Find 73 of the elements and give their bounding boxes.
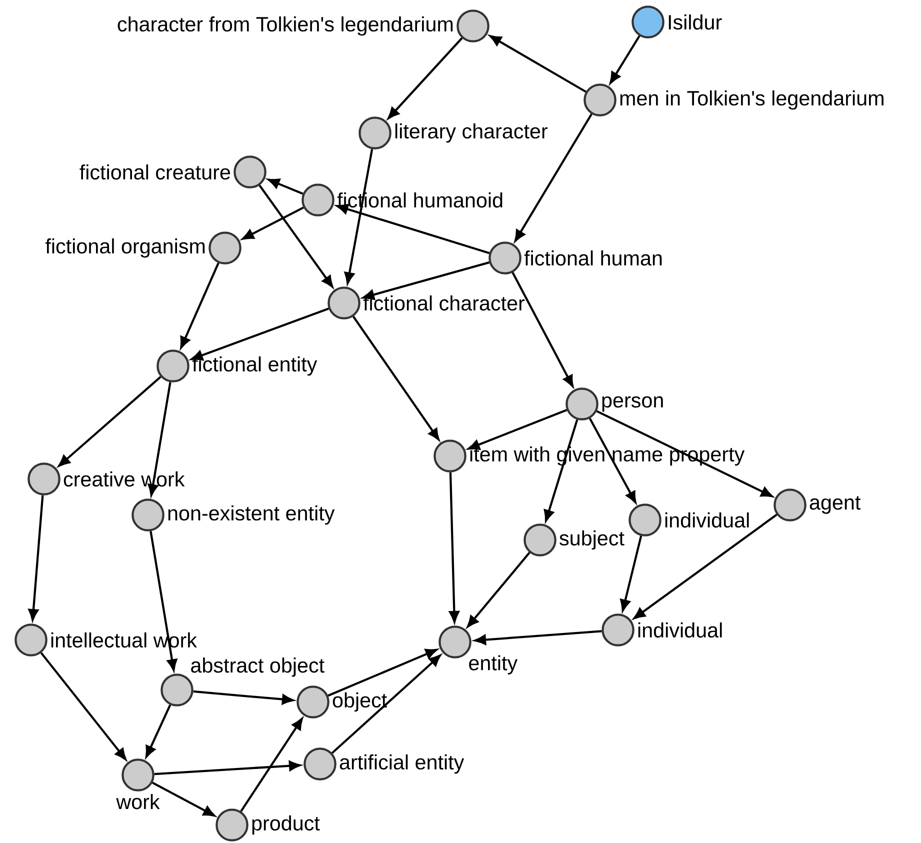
node-label: person	[602, 396, 663, 412]
arrow	[180, 262, 220, 348]
node-label: fictional character	[363, 295, 525, 311]
node-label: product	[252, 815, 320, 835]
graph-node: entity	[438, 626, 518, 674]
arrow	[193, 690, 294, 704]
arrow	[331, 654, 441, 754]
node-label: Isildur	[668, 14, 722, 30]
graph-node: product	[216, 808, 320, 842]
graph-node: character from Tolkien's legendarium	[118, 10, 490, 42]
arrow	[191, 308, 329, 360]
arrow	[152, 782, 216, 816]
graph-node: person	[566, 388, 663, 420]
arrow	[240, 718, 303, 812]
node-label: abstract object	[191, 658, 324, 677]
arrow	[268, 178, 304, 195]
arrow	[468, 409, 568, 450]
node-label: agent	[810, 496, 861, 514]
arrow	[512, 272, 574, 387]
node-label: individual	[665, 512, 749, 528]
arrow	[490, 35, 586, 93]
graph-node: subject	[524, 524, 624, 556]
node-label: fictional organism	[45, 238, 205, 258]
arrow	[28, 495, 44, 621]
node-label: individual	[638, 622, 722, 638]
graph-node: agent	[774, 488, 861, 522]
arrow	[362, 261, 490, 300]
arrow	[474, 630, 602, 645]
arrow	[610, 35, 640, 84]
node-label: fictional human	[524, 250, 662, 266]
arrow	[40, 652, 126, 760]
node-label: literary character	[395, 123, 548, 143]
graph-node: non-existent entity	[132, 498, 335, 532]
arrow	[467, 552, 530, 628]
arrow	[620, 536, 642, 612]
node-label: fictional entity	[192, 356, 318, 376]
graph-node: literary character	[358, 116, 548, 150]
arrow	[588, 418, 636, 504]
arrow	[145, 704, 172, 758]
arrow	[633, 514, 778, 620]
graph-node: men in Tolkien's legendarium	[584, 84, 884, 116]
arrow	[388, 37, 463, 119]
node-label: artificial entity	[340, 754, 464, 774]
arrow	[154, 760, 301, 776]
graph-node: fictional organism	[45, 232, 242, 264]
node-label: subject	[560, 530, 624, 550]
node-label: object	[332, 692, 387, 712]
graph-node: work	[116, 758, 160, 810]
arrow	[242, 206, 304, 240]
arrow	[449, 472, 460, 623]
node-label: men in Tolkien's legendarium	[620, 90, 884, 110]
arrow	[544, 419, 578, 522]
graph-node: fictional creature	[80, 156, 266, 188]
arrow	[344, 148, 374, 284]
arrow	[328, 648, 438, 697]
node-label: non-existent entity	[168, 505, 335, 525]
node-label: entity	[469, 655, 518, 674]
node-label: work	[116, 794, 160, 810]
graph-node: fictional character	[328, 286, 525, 320]
arrow	[336, 204, 490, 254]
arrow	[258, 184, 334, 288]
graph-node: fictional human	[488, 242, 662, 274]
arrow	[58, 376, 162, 467]
graph-node: individual	[628, 504, 749, 536]
arrow	[150, 531, 178, 671]
node-label: character from Tolkien's legendarium	[118, 16, 453, 36]
arrow	[514, 114, 592, 242]
graph-node: Isildur	[632, 6, 722, 38]
graph-node: artificial entity	[304, 748, 464, 780]
graph-node: individual	[602, 614, 722, 646]
graph-node: fictional entity	[156, 350, 318, 382]
arrow	[352, 316, 440, 440]
node-label: fictional creature	[80, 164, 230, 180]
